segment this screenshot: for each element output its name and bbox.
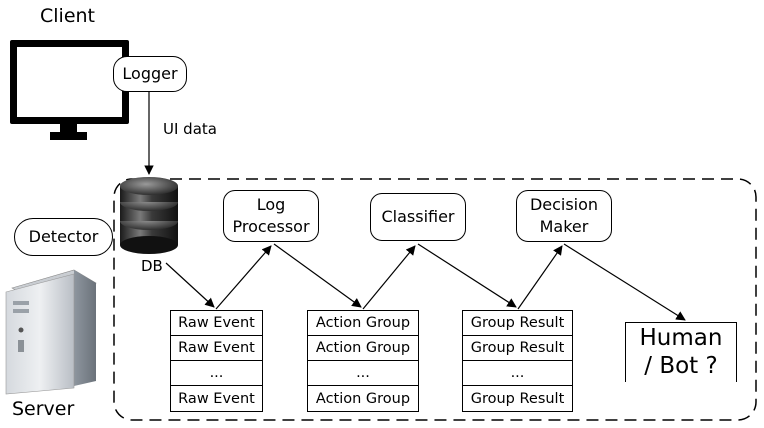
result-bracket <box>625 322 737 382</box>
table-row: ... <box>171 361 262 386</box>
table-row: Raw Event <box>178 390 255 407</box>
classifier-label: Classifier <box>381 207 455 226</box>
table-row: Group Result <box>463 336 572 361</box>
arrow-raw-events-to-log-processor <box>215 245 272 310</box>
decision-maker-label: Decision Maker <box>529 195 599 236</box>
raw-events-table: Raw Event Raw Event ... Raw Event <box>170 310 263 412</box>
server-boundary <box>113 178 757 421</box>
table-row: Raw Event <box>171 336 262 361</box>
table-row: Raw Event <box>171 311 262 336</box>
table-row: Group Result <box>463 311 572 336</box>
logger-box: Logger <box>113 56 187 92</box>
table-row: Action Group <box>308 311 418 336</box>
log-processor-box: Log Processor <box>223 190 319 242</box>
arrow-log-processor-to-action-groups <box>273 243 362 308</box>
detector-box: Detector <box>14 218 113 256</box>
action-groups-table: Action Group Action Group ... Action Gro… <box>307 310 419 412</box>
arrow-group-results-to-decision-maker <box>517 245 563 310</box>
log-processor-label: Log Processor <box>232 195 310 236</box>
human-bot-result: Human / Bot ? <box>639 325 723 379</box>
database-icon <box>120 177 178 254</box>
arrow-classifier-to-group-results <box>417 243 517 308</box>
table-row: ... <box>463 361 572 386</box>
server-tower-icon <box>5 269 97 395</box>
arrow-decision-maker-to-result <box>563 243 686 321</box>
table-row: Action Group <box>308 336 418 361</box>
monitor-icon <box>10 40 129 140</box>
table-row: Group Result <box>470 390 565 407</box>
detector-label: Detector <box>28 227 99 246</box>
arrow-db-to-raw-events <box>165 262 215 308</box>
arrow-action-groups-to-classifier <box>362 245 416 310</box>
table-row: Action Group <box>315 390 411 407</box>
db-label: DB <box>141 257 163 275</box>
table-row: ... <box>308 361 418 386</box>
server-label: Server <box>12 398 75 420</box>
decision-maker-box: Decision Maker <box>516 190 612 242</box>
logger-label: Logger <box>122 64 178 83</box>
group-results-table: Group Result Group Result ... Group Resu… <box>462 310 573 412</box>
client-label: Client <box>40 5 96 27</box>
ui-data-label: UI data <box>163 120 217 138</box>
classifier-box: Classifier <box>370 193 466 241</box>
